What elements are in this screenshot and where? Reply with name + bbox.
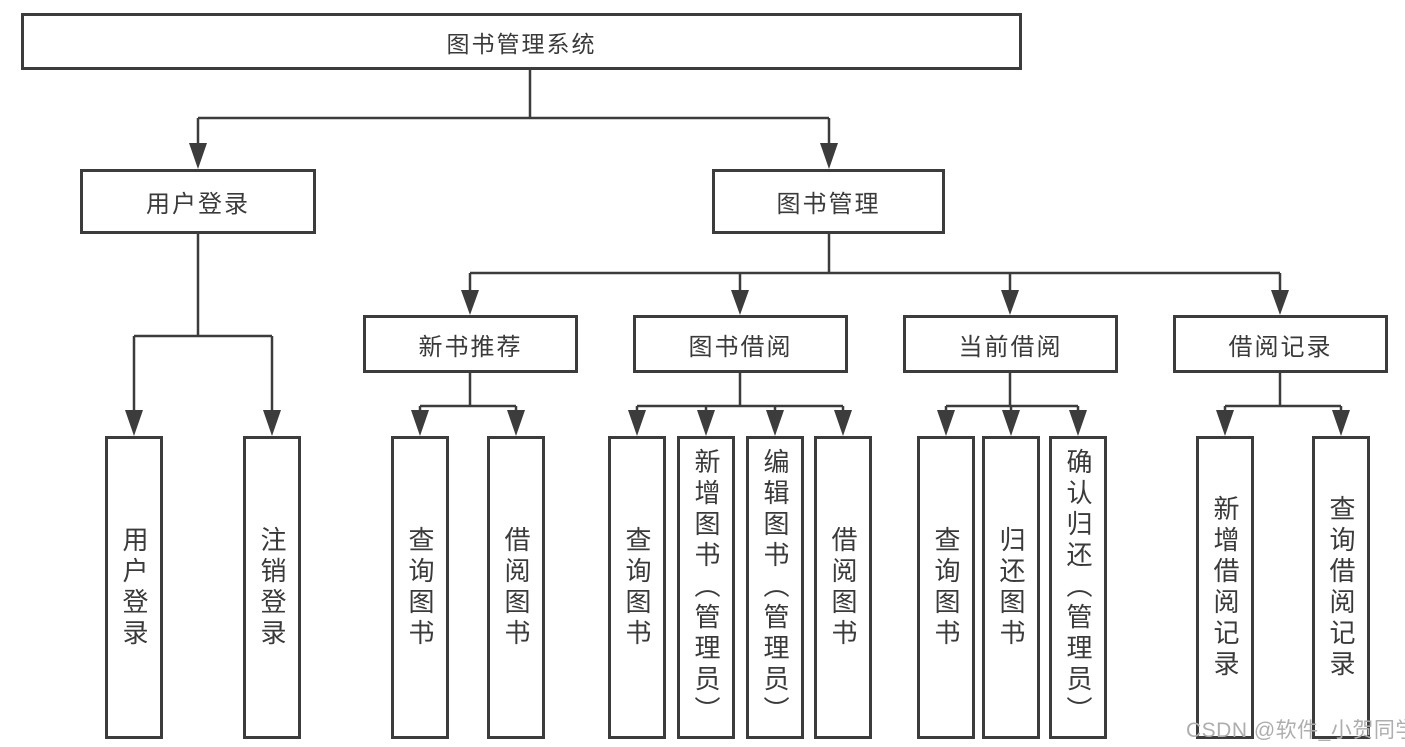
node-new-book-recommendation: 新书推荐 xyxy=(363,315,578,373)
leaf-borrow-query-books-label: 查询图书 xyxy=(622,525,652,650)
arrowhead xyxy=(507,410,525,436)
node-root-label: 图书管理系统 xyxy=(446,30,597,57)
node-user-login: 用户登录 xyxy=(80,169,316,234)
arrowhead xyxy=(125,410,143,436)
leaf-recommend-borrow-books-label: 借阅图书 xyxy=(501,525,531,650)
arrowhead xyxy=(820,143,838,169)
connector-borrowing-records-to-leaves xyxy=(1223,373,1343,412)
leaf-current-return-books: 归还图书 xyxy=(982,436,1040,739)
arrowhead xyxy=(263,410,281,436)
node-book-management-label: 图书管理 xyxy=(776,191,881,218)
leaf-borrow-add-books-admin: 新增图书（管理员） xyxy=(677,436,735,739)
leaf-current-return-books-label: 归还图书 xyxy=(996,525,1026,650)
leaf-current-query-books: 查询图书 xyxy=(917,436,975,739)
leaf-login-logout-label: 注销登录 xyxy=(257,525,287,650)
leaf-records-add-borrow-record: 新增借阅记录 xyxy=(1196,436,1254,739)
leaf-borrow-add-books-admin-label: 新增图书（管理员） xyxy=(691,448,721,727)
arrowhead xyxy=(937,410,955,436)
leaf-current-query-books-label: 查询图书 xyxy=(931,525,961,650)
arrowhead xyxy=(834,410,852,436)
arrowhead xyxy=(1001,290,1019,315)
arrowhead xyxy=(1002,410,1020,436)
arrowhead xyxy=(731,290,749,315)
watermark-text: CSDN @软件_小贺同学 xyxy=(1186,719,1405,742)
node-book-borrowing-label: 图书借阅 xyxy=(688,333,793,361)
node-current-borrowing: 当前借阅 xyxy=(903,315,1118,373)
arrowhead xyxy=(461,290,479,315)
leaf-recommend-query-books-label: 查询图书 xyxy=(405,525,435,650)
connector-user-login-to-leaves xyxy=(132,234,274,412)
leaf-borrow-borrow-books: 借阅图书 xyxy=(814,436,872,739)
arrowhead xyxy=(697,410,715,436)
arrowhead xyxy=(189,143,207,169)
node-current-borrowing-label: 当前借阅 xyxy=(958,333,1063,361)
arrowhead xyxy=(411,410,429,436)
leaf-records-add-borrow-record-label: 新增借阅记录 xyxy=(1210,494,1240,681)
leaf-login-user-login-label: 用户登录 xyxy=(119,525,149,650)
leaf-borrow-borrow-books-label: 借阅图书 xyxy=(828,525,858,650)
leaf-records-query-borrow-record-label: 查询借阅记录 xyxy=(1326,494,1356,681)
connector-current-borrowing-to-leaves xyxy=(944,373,1080,412)
node-book-borrowing: 图书借阅 xyxy=(633,315,848,373)
node-book-management: 图书管理 xyxy=(712,169,945,234)
leaf-login-user-login: 用户登录 xyxy=(105,436,163,739)
leaf-recommend-borrow-books: 借阅图书 xyxy=(487,436,545,739)
leaf-login-logout: 注销登录 xyxy=(243,436,301,739)
arrowhead xyxy=(1271,290,1289,315)
arrowhead xyxy=(1069,410,1087,436)
connector-new-book-recommendation-to-leaves xyxy=(418,373,518,412)
node-user-login-label: 用户登录 xyxy=(146,191,250,218)
leaf-recommend-query-books: 查询图书 xyxy=(391,436,449,739)
node-new-book-recommendation-label: 新书推荐 xyxy=(418,333,523,361)
leaf-records-query-borrow-record: 查询借阅记录 xyxy=(1312,436,1370,739)
leaf-current-confirm-return-admin-label: 确认归还（管理员） xyxy=(1063,448,1093,727)
arrowhead xyxy=(766,410,784,436)
arrowhead xyxy=(1216,410,1234,436)
arrowhead xyxy=(1332,410,1350,436)
connector-root-to-level2 xyxy=(196,70,831,146)
leaf-borrow-edit-books-admin: 编辑图书（管理员） xyxy=(746,436,804,739)
connector-book-management-to-level3 xyxy=(468,234,1282,292)
leaf-borrow-query-books: 查询图书 xyxy=(608,436,666,739)
connector-book-borrowing-to-leaves xyxy=(635,373,845,412)
leaf-current-confirm-return-admin: 确认归还（管理员） xyxy=(1049,436,1107,739)
node-borrowing-records: 借阅记录 xyxy=(1173,315,1388,373)
leaf-borrow-edit-books-admin-label: 编辑图书（管理员） xyxy=(760,448,790,727)
node-borrowing-records-label: 借阅记录 xyxy=(1228,333,1333,361)
arrowhead xyxy=(628,410,646,436)
node-root: 图书管理系统 xyxy=(21,13,1022,70)
